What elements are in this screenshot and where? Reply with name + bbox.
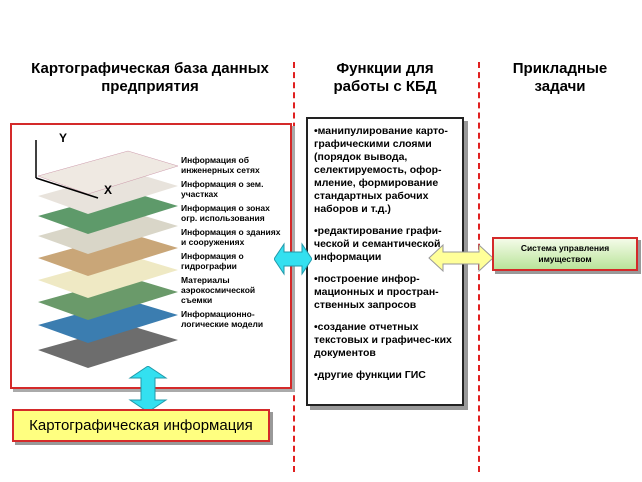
property-management-system-box: Система управления имуществом	[492, 237, 638, 271]
layer-label: Информация о гидрографии	[181, 251, 244, 271]
function-item: •создание отчетных текстовых и графичес-…	[314, 321, 452, 359]
cyan-double-arrow-icon	[274, 242, 312, 276]
function-item: •манипулирование карто-графическими слоя…	[314, 125, 448, 215]
cartographic-information-box: Картографическая информация	[12, 409, 270, 442]
left-column-title: Картографическая база данных предприятия	[31, 60, 269, 95]
layer-label: Информация о зем. участках	[181, 179, 264, 199]
layer-label: Информация о зданиях и сооружениях	[181, 227, 281, 247]
middle-column-title: Функции для работы с КБД	[333, 60, 437, 95]
x-axis-label: X	[104, 183, 113, 197]
cyan-vertical-arrow-icon	[128, 366, 168, 412]
y-axis-label: Y	[59, 131, 68, 145]
right-column-title: Прикладные задачи	[512, 60, 608, 95]
layer-label: Информационно-логические модели	[181, 309, 264, 329]
map-layers-illustration	[35, 140, 178, 368]
yellow-double-arrow-icon	[428, 243, 494, 273]
functions-box: •манипулирование карто-графическими слоя…	[306, 117, 464, 406]
function-item: •другие функции ГИС	[314, 369, 426, 381]
function-item: •построение инфор-мационных и простран-с…	[314, 273, 439, 311]
layer-label: Материалы аэрокосмической съемки	[181, 275, 256, 305]
divider-left	[293, 62, 295, 472]
layer-list: Информация об инженерных сетях Информаци…	[181, 155, 281, 333]
layer-label: Информация о зонах огр. использования	[181, 203, 270, 223]
layer-label: Информация об инженерных сетях	[181, 155, 260, 175]
function-item: •редактирование графи-ческой и семантиче…	[314, 225, 442, 263]
